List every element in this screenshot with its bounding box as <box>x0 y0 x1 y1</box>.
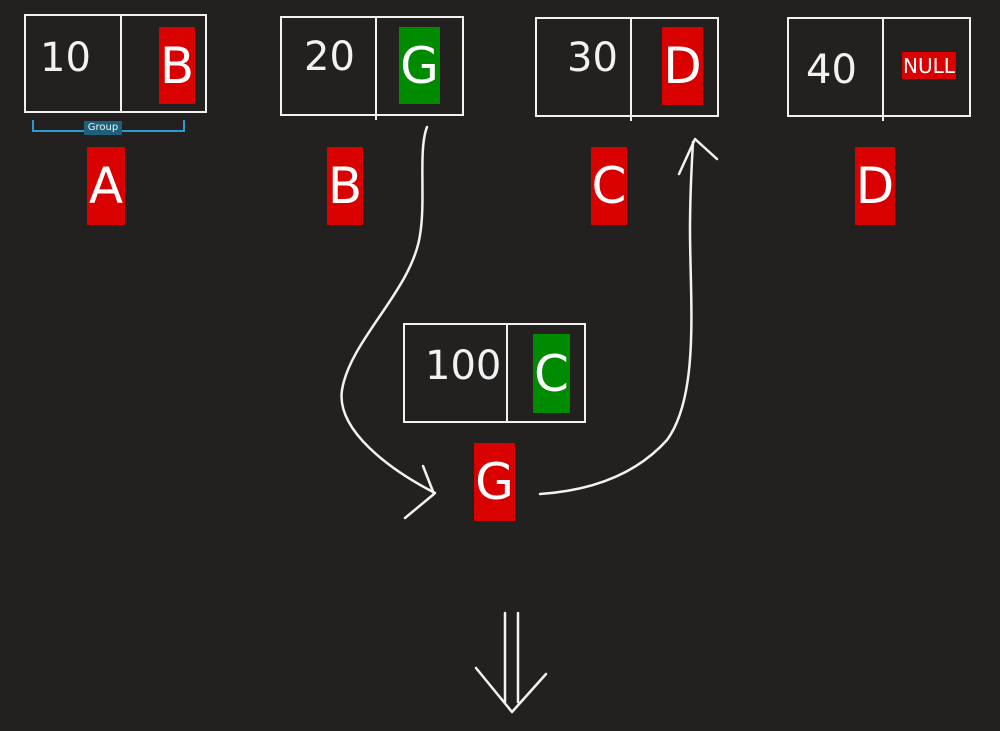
node-d-value: 40 <box>806 47 857 93</box>
node-a-divider <box>120 16 122 111</box>
node-d-label: D <box>855 147 895 225</box>
node-b-label: B <box>327 147 363 225</box>
arrow-head-g-to-c <box>677 137 719 176</box>
node-a-label: A <box>87 147 125 225</box>
node-b-divider <box>375 18 377 120</box>
node-a-value: 10 <box>40 35 91 81</box>
node-g-next-pointer: C <box>533 334 570 413</box>
node-b-next-pointer: G <box>399 27 440 104</box>
double-down-arrow-icon <box>474 611 548 714</box>
node-a-box <box>24 14 207 113</box>
node-c-label: C <box>591 147 627 225</box>
node-c-next-pointer: D <box>662 27 703 105</box>
node-c-divider <box>630 19 632 121</box>
curved-arrow-icon <box>538 140 695 496</box>
node-g-label: G <box>474 443 515 521</box>
node-b-value: 20 <box>304 34 355 80</box>
node-c-box <box>535 17 719 121</box>
node-d-next-pointer: NULL <box>902 52 956 79</box>
node-c-value: 30 <box>567 35 618 81</box>
node-g-value: 100 <box>425 343 502 389</box>
group-label: Group <box>84 121 122 135</box>
node-b-box <box>280 16 464 120</box>
arrow-head-b-to-g <box>403 464 436 520</box>
node-d-divider <box>882 19 884 121</box>
node-g-divider <box>506 325 508 421</box>
curved-arrow-icon <box>340 125 437 495</box>
node-a-next-pointer: B <box>159 27 195 104</box>
node-g-box <box>403 323 586 423</box>
node-d-box <box>787 17 971 121</box>
